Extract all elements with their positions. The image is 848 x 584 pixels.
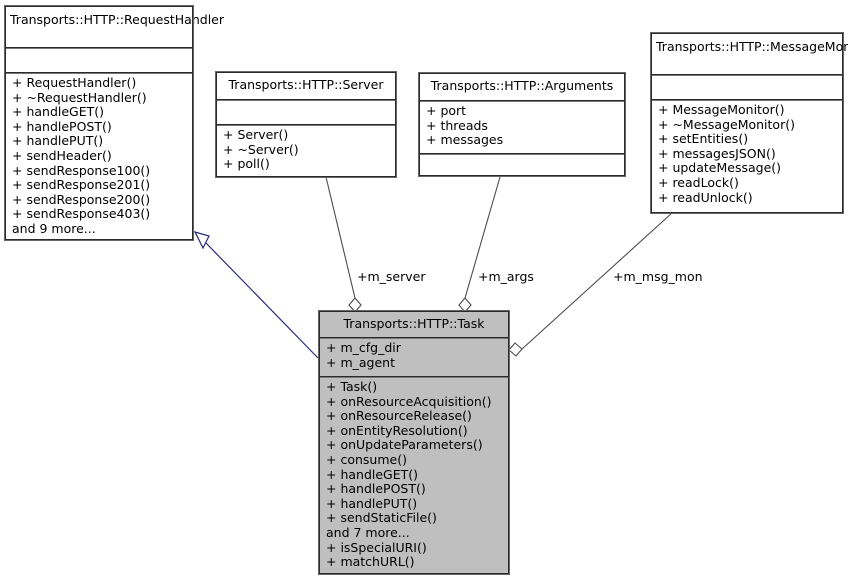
method-row: + ~Server() (223, 141, 299, 157)
class-title-message-monitor: Transports::HTTP::MessageMonitor (656, 39, 848, 54)
attributes-section-request-handler (6, 48, 192, 72)
divider (320, 376, 508, 377)
method-row: + messagesJSON() (658, 145, 776, 161)
attribute-row: + m_cfg_dir (326, 340, 401, 355)
method-row: + handlePUT() (12, 133, 104, 149)
edge-label-m-msg-mon: +m_msg_mon (613, 269, 703, 284)
edge-m-msg-mon (508, 212, 673, 357)
method-row: + matchURL() (326, 554, 415, 570)
method-row: + setEntities() (658, 131, 749, 147)
attributes-section-task: + m_cfg_dir + m_agent (320, 338, 508, 376)
divider (6, 72, 192, 73)
method-row: + ~MessageMonitor() (658, 116, 795, 132)
divider (652, 99, 842, 100)
attributes-section-server (217, 100, 395, 124)
method-row: + sendResponse201() (12, 177, 151, 193)
method-row: + MessageMonitor() (658, 102, 785, 117)
method-row: + RequestHandler() (12, 75, 137, 90)
class-box-request-handler[interactable]: Transports::HTTP::RequestHandler + Reque… (4, 5, 224, 241)
attribute-row: + messages (426, 132, 504, 148)
method-row-more: and 9 more... (12, 220, 96, 236)
method-row: + handlePUT() (326, 495, 418, 511)
method-row: + onUpdateParameters() (326, 437, 483, 453)
class-title-server: Transports::HTTP::Server (228, 77, 384, 92)
method-row: + handlePOST() (326, 481, 426, 497)
method-row: + sendHeader() (12, 147, 112, 163)
attribute-row: + threads (426, 117, 488, 133)
class-box-message-monitor[interactable]: Transports::HTTP::MessageMonitor + Messa… (650, 32, 848, 214)
attributes-section-message-monitor (652, 75, 842, 99)
method-row: + handleGET() (12, 104, 105, 120)
attribute-row: + port (426, 103, 467, 118)
divider (652, 74, 842, 75)
method-row: + updateMessage() (658, 160, 782, 176)
class-title-request-handler: Transports::HTTP::RequestHandler (10, 12, 224, 27)
method-row: + onResourceAcquisition() (326, 393, 492, 409)
method-row: + sendResponse403() (12, 206, 151, 222)
methods-section-message-monitor: + MessageMonitor() + ~MessageMonitor() +… (652, 100, 842, 208)
class-box-server[interactable]: Transports::HTTP::Server + Server() + ~S… (215, 71, 397, 178)
method-row: + onEntityResolution() (326, 422, 468, 438)
method-row-more: and 7 more... (326, 524, 410, 540)
divider (320, 337, 508, 338)
methods-section-task: + Task() + onResourceAcquisition() + onR… (320, 377, 508, 573)
method-row: + readUnlock() (658, 189, 753, 205)
method-row: + isSpecialURI() (326, 539, 427, 555)
method-row: + Task() (326, 379, 378, 394)
edge-m-args (458, 176, 501, 313)
method-row: + consume() (326, 451, 407, 467)
edge-label-m-server: +m_server (357, 269, 426, 284)
class-box-arguments[interactable]: Transports::HTTP::Arguments + port + thr… (418, 72, 626, 177)
class-box-task[interactable]: Transports::HTTP::Task + m_cfg_dir + m_a… (318, 310, 510, 575)
divider (6, 47, 192, 48)
class-title-arguments: Transports::HTTP::Arguments (430, 78, 614, 93)
method-row: + ~RequestHandler() (12, 89, 147, 105)
edge-m-server (325, 176, 362, 313)
methods-section-request-handler: + RequestHandler() + ~RequestHandler() +… (6, 73, 192, 240)
methods-section-arguments (420, 154, 624, 176)
divider (420, 153, 624, 154)
method-row: + handleGET() (326, 466, 419, 482)
method-row: + onResourceRelease() (326, 408, 472, 424)
method-row: + handlePOST() (12, 118, 112, 134)
method-row: + poll() (223, 156, 270, 172)
divider (420, 100, 624, 101)
method-row: + sendStaticFile() (326, 510, 437, 526)
divider (217, 99, 395, 100)
class-title-task: Transports::HTTP::Task (343, 316, 485, 331)
method-row: + Server() (223, 127, 289, 142)
attributes-section-arguments: + port + threads + messages (420, 101, 624, 153)
edge-label-m-args: +m_args (478, 269, 534, 284)
method-row: + sendResponse100() (12, 162, 151, 178)
methods-section-server: + Server() + ~Server() + poll() (217, 125, 395, 175)
divider (217, 124, 395, 125)
attribute-row: + m_agent (326, 354, 395, 370)
method-row: + sendResponse200() (12, 191, 151, 207)
edge-inheritance-task-requesthandler (193, 231, 319, 359)
method-row: + readLock() (658, 174, 739, 190)
